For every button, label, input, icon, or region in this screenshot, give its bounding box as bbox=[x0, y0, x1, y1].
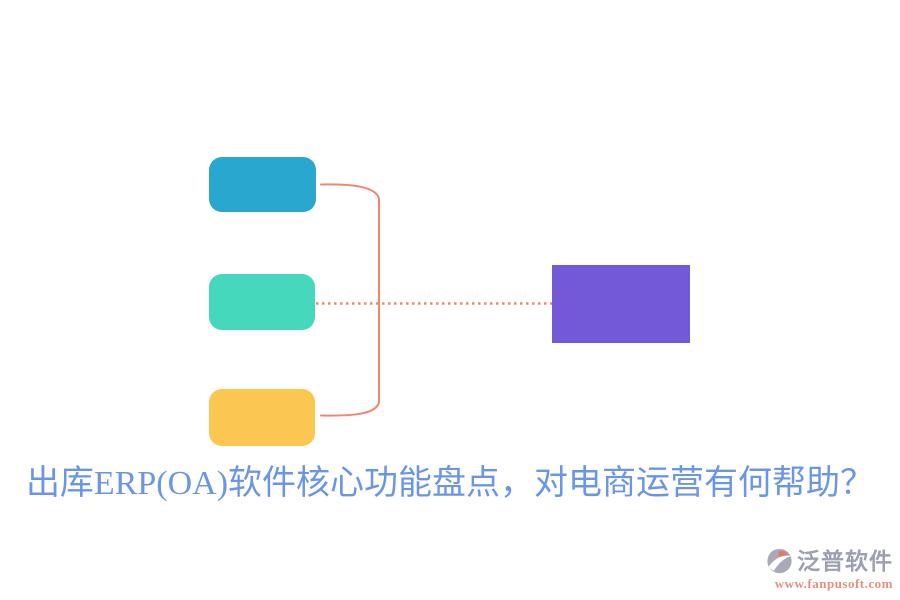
brand-row: 泛普软件 bbox=[765, 547, 893, 575]
bracket-connector bbox=[320, 183, 380, 417]
fanpu-logo-icon bbox=[767, 548, 792, 574]
branch-node-bottom bbox=[209, 389, 315, 446]
page-title: 出库ERP(OA)软件核心功能盘点，对电商运营有何帮助？ bbox=[25, 465, 875, 502]
branch-node-top bbox=[209, 157, 316, 212]
brand-url: www.fanpusoft.com bbox=[774, 576, 893, 591]
brand-name: 泛普软件 bbox=[797, 548, 893, 574]
brand-watermark: 泛普软件 www.fanpusoft.com bbox=[765, 547, 893, 590]
branch-node-middle bbox=[209, 274, 315, 330]
target-node bbox=[552, 265, 690, 343]
